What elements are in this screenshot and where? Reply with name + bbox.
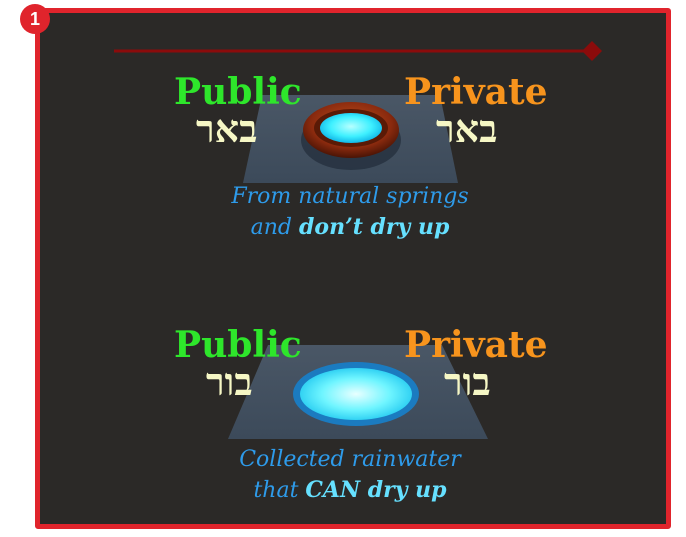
well-caption-emphasis: don’t dry up — [299, 214, 449, 240]
cistern-water — [300, 368, 412, 420]
cistern-caption-plain: that — [253, 478, 298, 503]
private-hebrew-bor: בור — [444, 361, 491, 403]
well-caption-line2: and don’t dry up — [180, 212, 520, 243]
well-caption-line1: From natural springs — [180, 182, 520, 212]
public-hebrew-beer: באר — [196, 108, 257, 150]
well-water — [320, 113, 382, 143]
cistern-caption-line1: Collected rainwater — [180, 445, 520, 475]
private-hebrew-beer: באר — [436, 108, 497, 150]
cistern-caption-line2: that CAN dry up — [180, 475, 520, 506]
divider-diamond — [582, 41, 602, 61]
well-caption-plain: and — [251, 215, 292, 240]
cistern-caption-emphasis: CAN dry up — [305, 477, 446, 503]
public-hebrew-bor: בור — [206, 361, 253, 403]
